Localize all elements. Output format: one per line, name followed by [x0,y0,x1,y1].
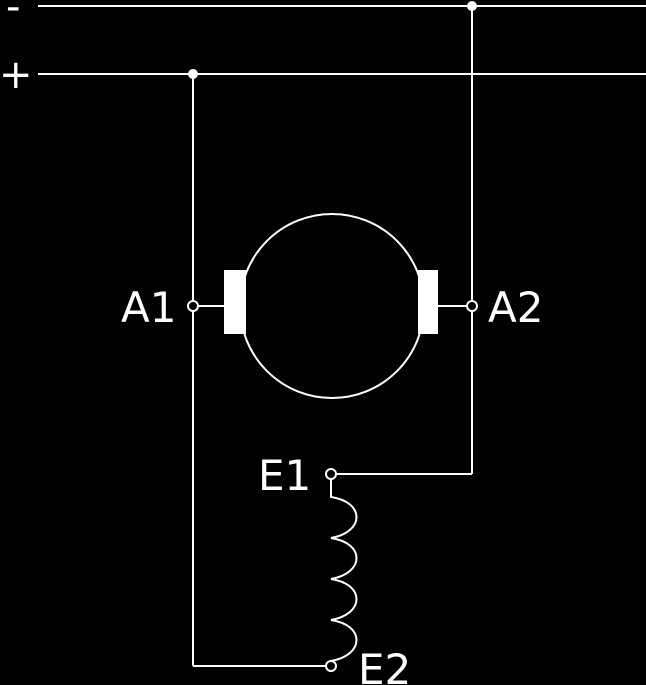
terminal-e1-label: E1 [258,451,311,500]
negative-rail-label: - [6,0,20,30]
brush-left [224,270,246,334]
terminal-a2 [466,300,478,312]
terminal-a1-label: A1 [121,283,176,332]
terminal-e1 [325,468,337,480]
brush-right [418,270,438,334]
terminal-e2-label: E2 [358,645,411,685]
field-winding-coil [330,479,358,662]
terminal-e2 [325,660,337,672]
terminal-a1 [187,300,199,312]
terminal-a2-label: A2 [488,283,543,332]
motor-armature [239,213,425,399]
positive-rail-label: + [0,52,33,98]
